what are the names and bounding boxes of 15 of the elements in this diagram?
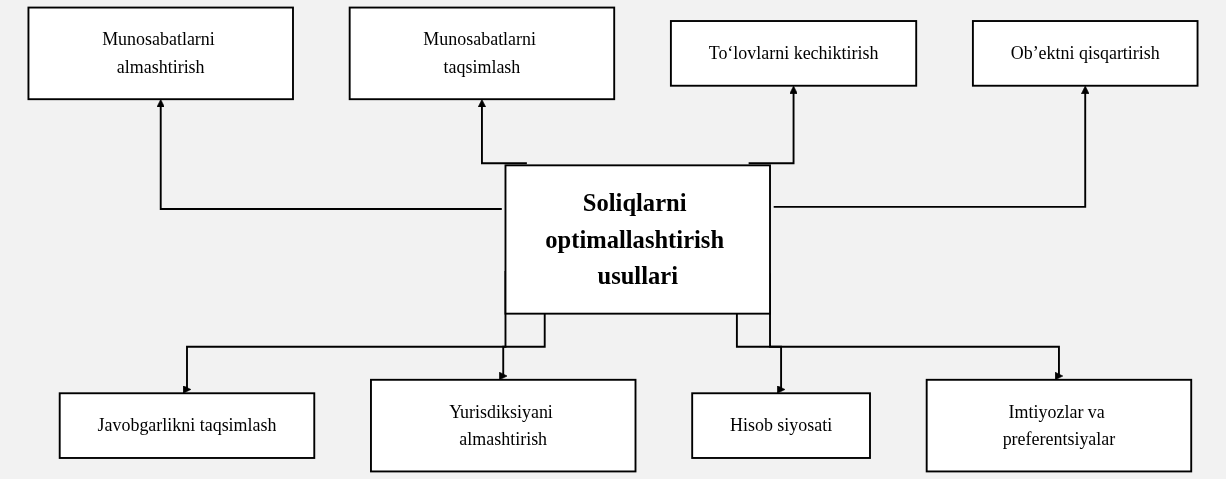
arrow <box>477 99 528 165</box>
arrow <box>735 312 786 394</box>
node-box: Ob’ektni qisqartirish <box>971 20 1199 87</box>
node-box: Munosabatlarni almashtirish <box>27 6 294 101</box>
arrow <box>499 312 546 381</box>
node-box: Javobgarlikni taqsimlash <box>58 392 316 459</box>
node-box: Munosabatlarni taqsimlash <box>348 6 616 101</box>
arrow <box>747 85 798 165</box>
arrow <box>156 99 503 210</box>
arrow <box>772 85 1090 208</box>
node-box: Soliqlarni optimallashtirish usullari <box>504 164 771 315</box>
node-box: Imtiyozlar va preferentsiyalar <box>925 378 1193 473</box>
node-box: Yurisdiksiyani almashtirish <box>370 378 637 473</box>
node-box: To‘lovlarni kechiktirish <box>669 20 918 87</box>
node-box: Hisob siyosati <box>691 392 871 459</box>
